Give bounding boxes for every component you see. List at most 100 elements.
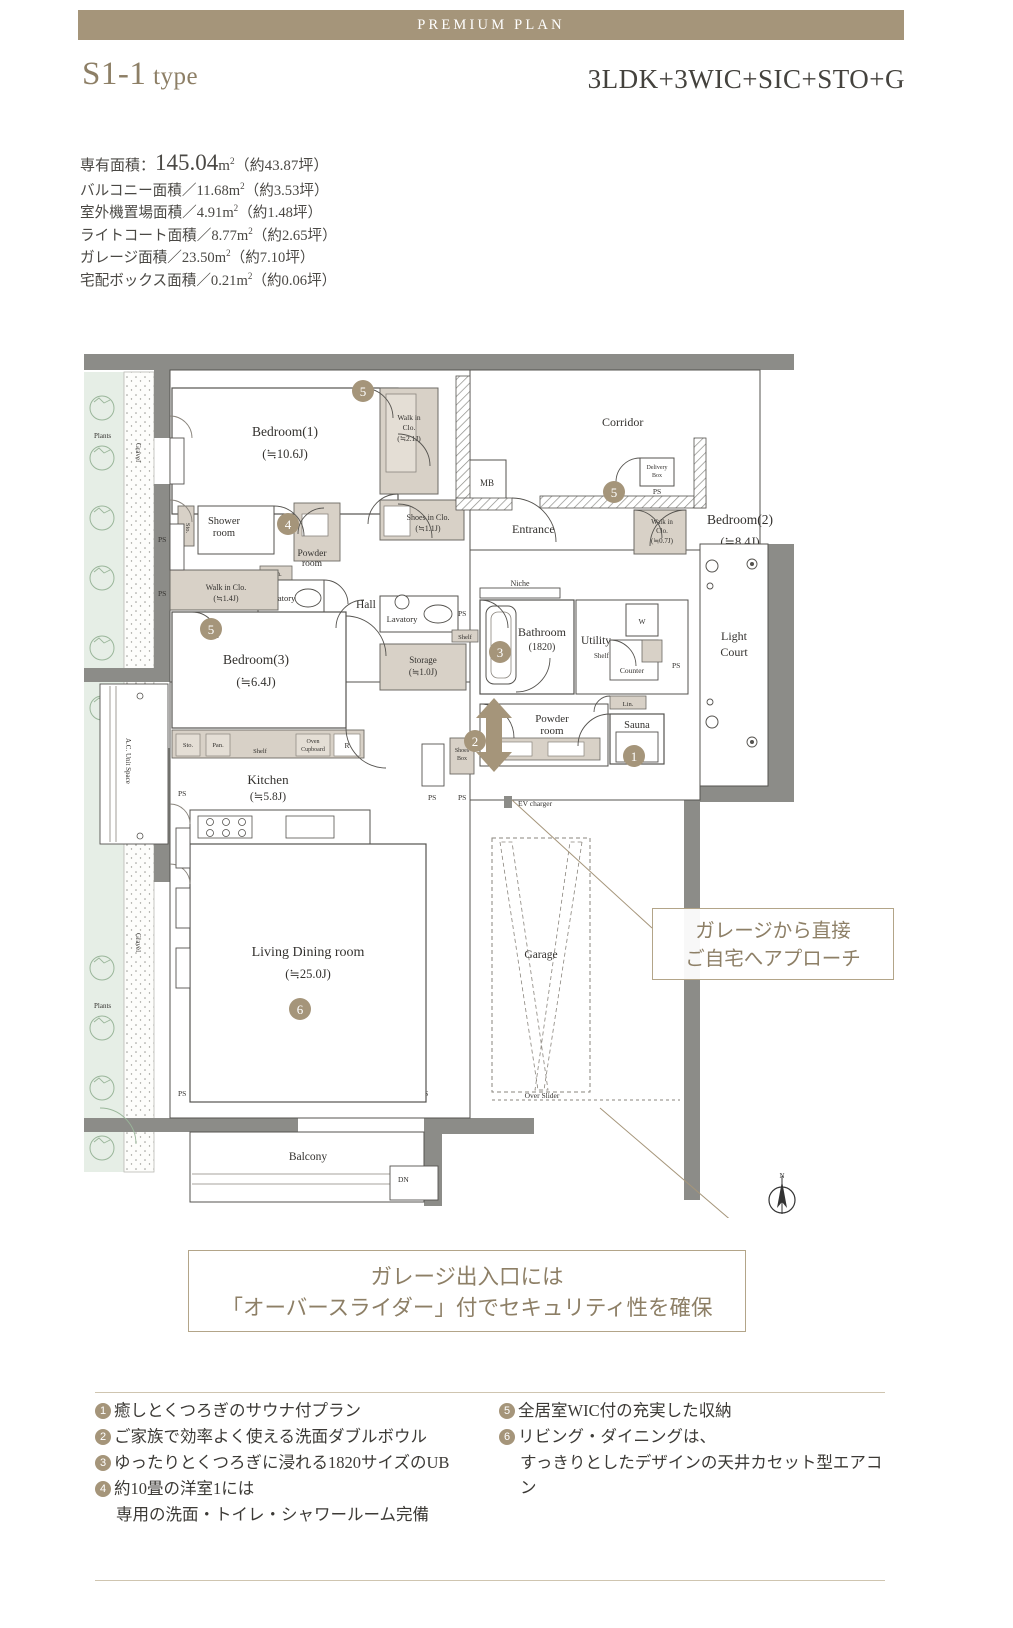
area-row-label: ガレージ面積／ [80, 250, 182, 267]
area-row-outdoor-unit: 室外機置場面積／4.91m2（約1.48坪） [80, 203, 323, 222]
room-bedroom-3: Bedroom(3) (≒6.4J) [171, 611, 347, 729]
kitchen-size: (≒5.8J) [250, 791, 286, 803]
callout-garage-access: ガレージから直接 ご自宅へアプローチ [652, 908, 894, 980]
area-row-label: ライトコート面積／ [80, 227, 212, 244]
lavatory-1-label: Lavatory [265, 593, 296, 603]
refrigerator-label: R [344, 741, 349, 750]
lin-label-2: Lin. [623, 701, 634, 708]
premium-plan-label: PREMIUM PLAN [417, 16, 565, 33]
callout-garage-line-2: ご自宅へアプローチ [685, 948, 861, 970]
legend-text: 全居室WIC付の充実した収納 [518, 1401, 732, 1420]
callout-slider-line-2: 「オーバースライダー」付でセキュリティ性を確保 [221, 1295, 713, 1320]
bathroom-size: (1820) [529, 642, 556, 653]
window-openings [169, 437, 191, 989]
room-sauna: Sauna [609, 713, 665, 765]
area-row-delivery-box: 宅配ボックス面積／0.21m2（約0.06坪） [80, 270, 337, 289]
legend-text: リビング・ダイニングは、 [518, 1427, 716, 1447]
callout-leader-lines [511, 799, 730, 1218]
legend-number: 6 [499, 1429, 515, 1446]
compass-north-icon: N [760, 1168, 804, 1220]
access-arrow [476, 698, 512, 772]
room-wic-bedroom-3: Walk in Clo. (≒1.4J) [169, 569, 279, 611]
hatched-wall [455, 375, 471, 503]
area-row-value: 4.91 [196, 205, 223, 222]
callout-garage-line-1: ガレージから直接 [695, 921, 851, 942]
legend-column-right: 5 全居室WIC付の充実した収納 6 リビング・ダイニングは、 すっきりとしたデ… [499, 1398, 891, 1528]
room-living-dining: Living Dining room (≒25.0J) [189, 843, 427, 1103]
shoes-box-label-1: Shoes [455, 748, 470, 754]
wic-bed3-size: (≒1.4J) [213, 594, 238, 603]
gravel-label-2: Gravel [134, 933, 142, 952]
legend-text: ご家族で効率よく使える洗面ダブルボウル [114, 1427, 428, 1447]
stairs-down: DN [389, 1165, 439, 1201]
callout-slider-line-1: ガレージ出入口には [370, 1265, 564, 1289]
room-composition: 3LDK+3WIC+SIC+STO+G [587, 64, 905, 94]
sauna-label: Sauna [624, 720, 650, 731]
area-row-light-court: ライトコート面積／8.77m2（約2.65坪） [80, 225, 337, 244]
area-row-balcony: バルコニー面積／11.68m2（約3.53坪） [80, 181, 329, 199]
kitchen-name: Kitchen [247, 772, 289, 787]
area-row-tsubo: （約2.65坪） [252, 227, 337, 244]
legend-number: 4 [95, 1481, 111, 1498]
over-slider-label: Over Slider [525, 1091, 560, 1100]
utility-label: Utility [581, 635, 611, 647]
room-powder-1: Powder room [293, 502, 341, 569]
legend-item-2: 2 ご家族で効率よく使える洗面ダブルボウル [95, 1424, 487, 1449]
legend: 1 癒しとくつろぎのサウナ付プラン 2 ご家族で効率よく使える洗面ダブルボウル … [95, 1398, 895, 1528]
ev-charger-label: EV charger [518, 799, 553, 808]
living-dining-size: (≒25.0J) [285, 967, 331, 981]
area-light-court: Light Court [699, 543, 769, 787]
legend-item-3: 3 ゆったりとくつろぎに浸れる1820サイズのUB [95, 1450, 487, 1475]
legend-text: 約10畳の洋室1には [114, 1479, 255, 1499]
ps-label-wic3: PS [158, 589, 166, 598]
storage-label: Storage [409, 655, 437, 665]
legend-item-6: 6 リビング・ダイニングは、 [499, 1424, 891, 1449]
legend-divider-top [95, 1392, 885, 1393]
wic-bed2-label-1: Walk in [651, 518, 673, 526]
bedroom-1-size: (≒10.6J) [262, 447, 308, 461]
shelf-label: Shelf [458, 634, 473, 641]
powder-room-1-label-2: room [302, 559, 323, 569]
area-exclusive-row: 専有面積：145.04m2（約43.87坪） [80, 150, 329, 175]
delivery-box: Delivery Box PS [639, 457, 675, 496]
legend-number: 1 [95, 1403, 111, 1419]
ps-label-delivery: PS [653, 487, 661, 496]
room-kitchen: Sto. Pan. Shelf Oven Cupboard R Kitchen … [171, 729, 371, 845]
sto-label: Sto. [184, 523, 191, 534]
legend-item-4: 4 約10畳の洋室1には [95, 1476, 487, 1501]
marker-5a: 5 [360, 384, 367, 399]
plants-label-2: Plants [94, 1002, 111, 1010]
balcony-label: Balcony [289, 1151, 328, 1163]
legend-number: 2 [95, 1429, 111, 1446]
light-court-label-2: Court [720, 645, 748, 659]
ps-label-kitchen: PS [178, 789, 186, 798]
bedroom-3-name: Bedroom(3) [223, 652, 289, 667]
room-wic-bedroom-2: Walk in Clo. (≒0.7J) [633, 509, 687, 555]
legend-item-1: 1 癒しとくつろぎのサウナ付プラン [95, 1398, 487, 1423]
marker-5c: 5 [611, 485, 618, 500]
legend-item-5: 5 全居室WIC付の充実した収納 [499, 1398, 891, 1423]
marker-3: 3 [497, 645, 504, 660]
ps-label-utility: PS [672, 661, 680, 670]
area-row-value: 23.50 [181, 250, 215, 267]
marker-6: 6 [297, 1002, 304, 1017]
powder-room-1-label-1: Powder [297, 549, 327, 559]
marker-5b: 5 [208, 622, 215, 637]
meter-box: MB [467, 459, 507, 501]
area-row-value: 0.21 [210, 272, 237, 289]
legend-column-left: 1 癒しとくつろぎのサウナ付プラン 2 ご家族で効率よく使える洗面ダブルボウル … [95, 1398, 487, 1528]
legend-text: ゆったりとくつろぎに浸れる1820サイズのUB [114, 1453, 450, 1473]
area-row-label: 宅配ボックス面積／ [80, 272, 211, 289]
area-row-label: 室外機置場面積／ [80, 205, 197, 222]
area-exclusive-tsubo: （約43.87坪） [234, 158, 329, 174]
area-row-unit: m [222, 205, 234, 222]
niche: Niche [479, 579, 561, 599]
plants-label: Plants [94, 432, 111, 440]
bedroom-2-name: Bedroom(2) [707, 512, 773, 527]
oven-label-2: Cupboard [301, 747, 325, 753]
wic-bed1-label-2: Clo. [403, 423, 416, 432]
area-row-tsubo: （約0.06坪） [252, 272, 337, 289]
wic-bed1-label-1: Walk in [397, 413, 421, 422]
bedroom-3-size: (≒6.4J) [236, 675, 275, 689]
legend-item-6-sub: すっきりとしたデザインの天井カセット型エアコン [520, 1453, 883, 1498]
